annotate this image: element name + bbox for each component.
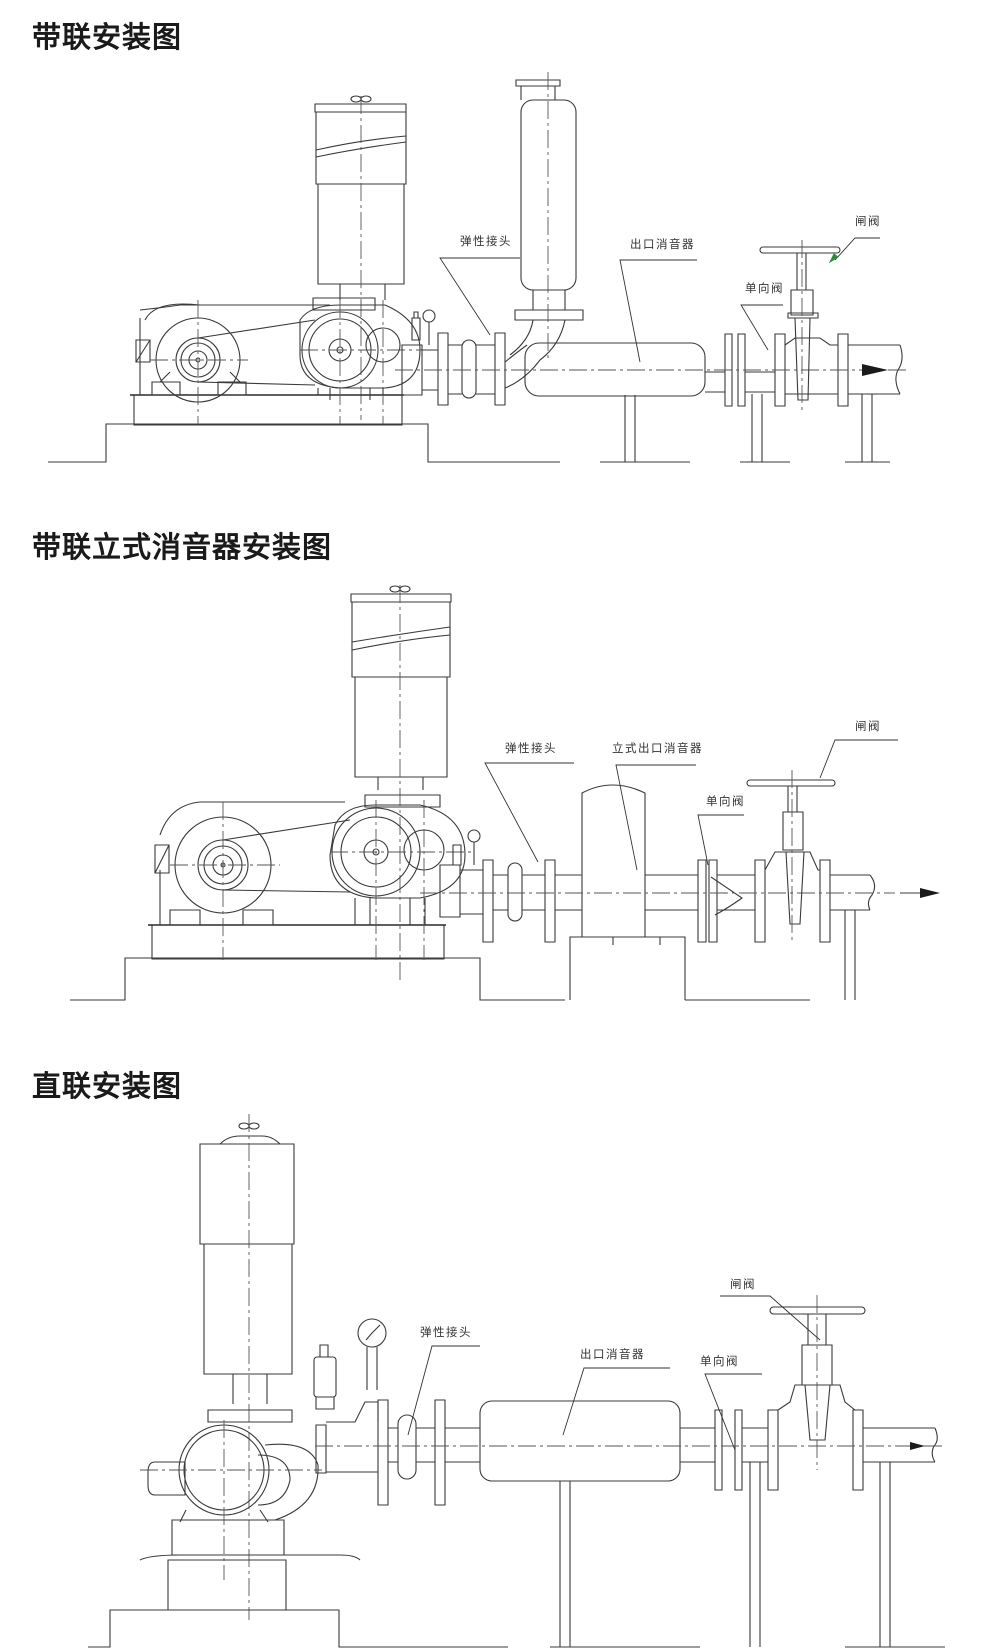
diagram-belt-drive-installation: 弹性接头 出口消音器 单向阀 闸阀 <box>0 0 1000 480</box>
label-vertical-outlet-silencer: 立式出口消音器 <box>612 741 703 755</box>
gate-valve <box>747 770 835 940</box>
label-check-valve: 单向阀 <box>706 794 745 808</box>
discharge-pipeline <box>315 1385 945 1647</box>
drive-belt <box>198 320 315 385</box>
inlet-filter <box>315 96 406 420</box>
discharge-pipeline <box>420 785 940 1000</box>
label-flexible-joint: 弹性接头 <box>420 1325 472 1339</box>
motor <box>155 802 345 960</box>
inlet-filter <box>351 585 451 980</box>
label-flexible-joint: 弹性接头 <box>460 234 512 248</box>
flexible-joint <box>462 340 476 398</box>
discharge-pipeline <box>395 333 910 462</box>
callouts: 弹性接头 出口消音器 单向阀 闸阀 <box>408 1277 820 1450</box>
label-flexible-joint: 弹性接头 <box>505 741 557 755</box>
outlet-silencer-body <box>525 343 705 396</box>
label-check-valve: 单向阀 <box>745 281 784 295</box>
label-gate-valve: 闸阀 <box>855 214 881 228</box>
label-check-valve: 单向阀 <box>700 1354 739 1368</box>
flexible-joint <box>398 1415 416 1479</box>
diagram-direct-drive-installation: 弹性接头 出口消音器 单向阀 闸阀 <box>0 1110 1000 1651</box>
section-title-belt-vertical-silencer: 带联立式消音器安装图 <box>32 530 333 564</box>
vertical-riser <box>510 72 583 360</box>
relief-valve-and-gauge <box>314 1319 386 1409</box>
diagram-belt-drive-vertical-silencer-installation: 弹性接头 立式出口消音器 单向阀 闸阀 <box>0 580 940 1030</box>
roots-blower-direct <box>140 1410 322 1580</box>
callouts: 弹性接头 立式出口消音器 单向阀 闸阀 <box>485 719 898 870</box>
section-title-direct-drive: 直联安装图 <box>32 1069 183 1103</box>
foundation <box>48 395 560 462</box>
flexible-joint <box>508 863 522 921</box>
drive-belt <box>223 820 350 892</box>
vertical-outlet-silencer <box>582 785 645 937</box>
roots-blower <box>300 298 430 424</box>
roots-blower <box>330 795 475 960</box>
label-outlet-silencer: 出口消音器 <box>630 237 695 251</box>
pressure-gauge-and-relief-valve <box>412 310 435 345</box>
callouts: 弹性接头 出口消音器 单向阀 闸阀 <box>440 214 881 362</box>
outlet-silencer-body <box>480 1401 680 1481</box>
label-gate-valve: 闸阀 <box>730 1277 756 1291</box>
pressure-gauge-and-relief-valve <box>453 830 480 865</box>
gate-valve <box>760 240 840 410</box>
section-title-belt-drive: 带联安装图 <box>32 20 183 54</box>
inlet-filter <box>200 1114 294 1620</box>
foundation <box>70 925 565 1000</box>
label-gate-valve: 闸阀 <box>855 719 881 733</box>
foundation <box>88 1520 508 1647</box>
gate-valve <box>770 1295 865 1470</box>
label-outlet-silencer: 出口消音器 <box>580 1347 645 1361</box>
